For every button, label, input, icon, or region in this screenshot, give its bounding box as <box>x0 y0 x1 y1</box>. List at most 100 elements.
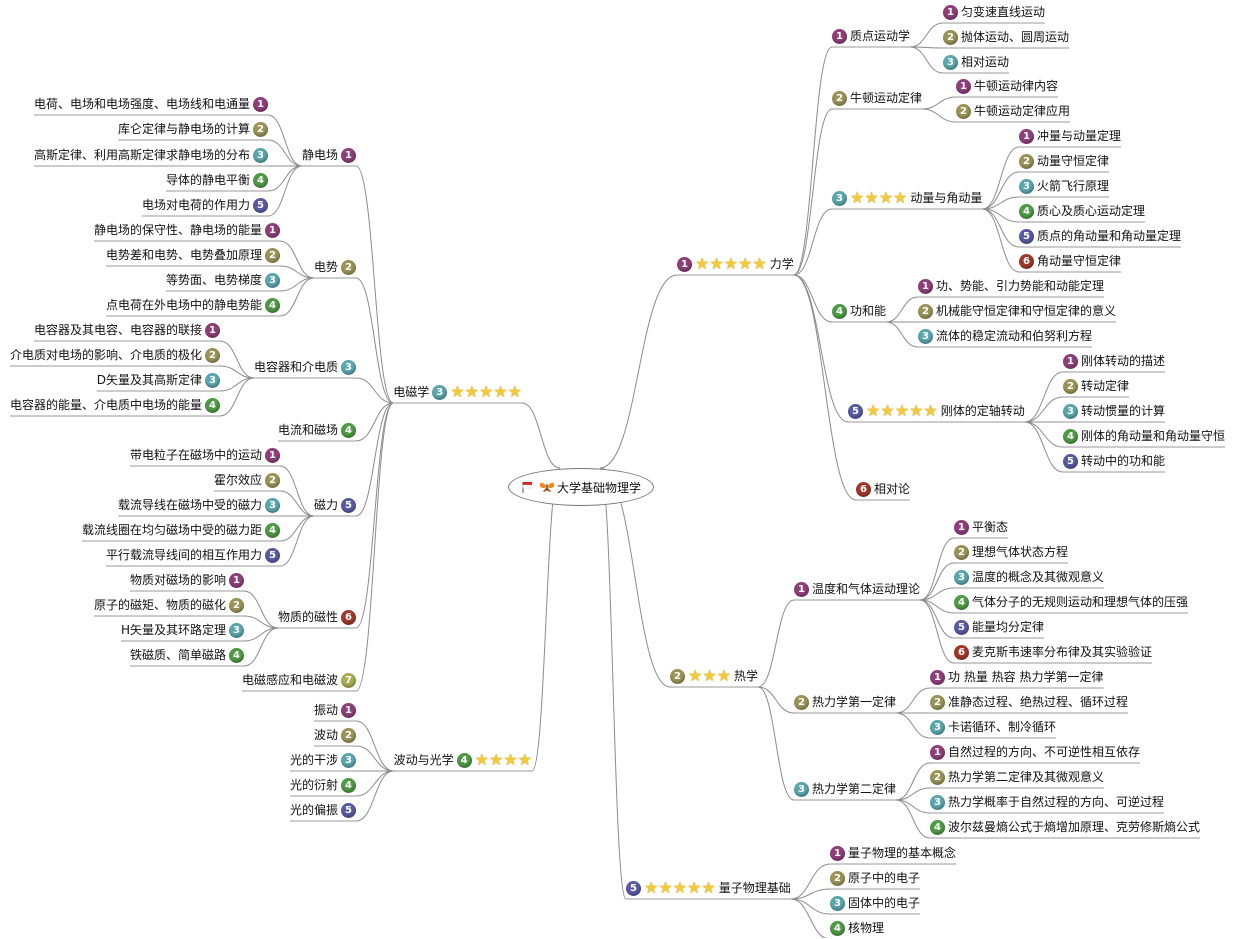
node-label: 转动定律 <box>1081 379 1130 393</box>
node-label: 静电场 <box>301 148 338 162</box>
root-topic[interactable]: 大学基础物理学 <box>508 468 654 506</box>
branch-mech[interactable]: 1★★★★★力学 <box>677 253 794 275</box>
node-label: 功 热量 热容 热力学第一定律 <box>948 670 1104 684</box>
priority-badge: 1 <box>930 669 945 685</box>
priority-badge: 2 <box>205 347 220 363</box>
priority-badge: 2 <box>265 472 280 488</box>
connector-line <box>279 515 315 542</box>
node-label: 波动与光学 <box>393 753 454 767</box>
node-label: 麦克斯韦速率分布律及其实验验证 <box>972 645 1153 659</box>
topic-mech-5[interactable]: 5★★★★★刚体的定轴转动 <box>848 400 1025 422</box>
star-icon: ★ <box>503 750 518 769</box>
branch-quantum[interactable]: 5★★★★★量子物理基础 <box>626 877 791 899</box>
connector-line <box>219 340 255 379</box>
connector-line <box>279 515 315 567</box>
branch-heat[interactable]: 2★★★热学 <box>670 665 758 687</box>
topic-mech-3[interactable]: 3★★★★动量与角动量 <box>832 187 982 209</box>
priority-badge: 2 <box>830 870 845 886</box>
node-label: 振动 <box>313 703 338 717</box>
node-label: 热力学概率于自然过程的方向、可逆过程 <box>948 795 1165 809</box>
